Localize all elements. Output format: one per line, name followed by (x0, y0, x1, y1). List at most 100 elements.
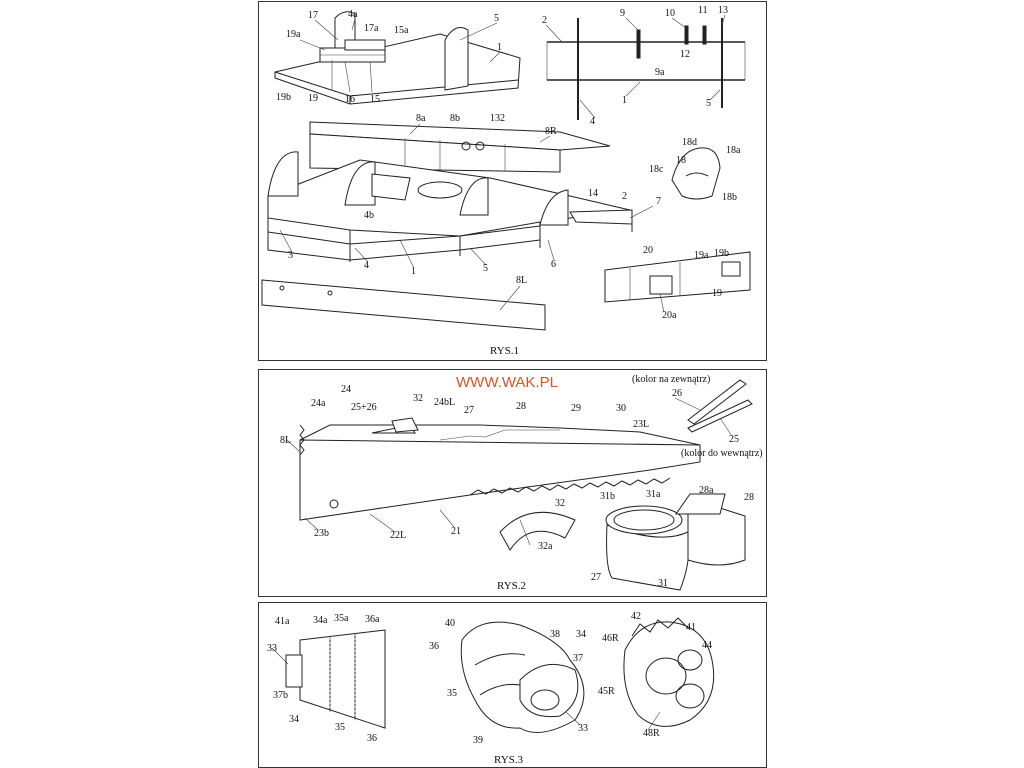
label-37b: 37b (273, 690, 288, 701)
label-15a: 15a (394, 25, 409, 36)
label-32a: 32a (538, 541, 553, 552)
label-29: 29 (571, 403, 581, 414)
label-9: 9 (620, 8, 625, 19)
label-35: 35 (335, 722, 345, 733)
label-15: 15 (370, 94, 380, 105)
label-10: 10 (665, 8, 675, 19)
label-27-detail: 27 (591, 572, 601, 583)
label-6: 6 (551, 259, 556, 270)
label-18d: 18d (682, 137, 697, 148)
label-5-schematic: 5 (706, 98, 711, 109)
label-36-nacelle: 36 (429, 641, 439, 652)
label-46R: 46R (602, 633, 619, 644)
label-35-nacelle: 35 (447, 688, 457, 699)
label-25-26: 25+26 (351, 402, 377, 413)
label-36: 36 (367, 733, 377, 744)
caption-rys2: RYS.2 (497, 580, 526, 592)
label-19-detail: 19 (712, 288, 722, 299)
label-41a: 41a (275, 616, 290, 627)
rys1-labels: 17 4a 5 1 19a 17a 15a 19b 19 16 15 2 9 1… (276, 5, 741, 357)
label-20: 20 (643, 245, 653, 256)
label-2-hull: 2 (622, 191, 627, 202)
label-14: 14 (588, 188, 598, 199)
label-40: 40 (445, 618, 455, 629)
label-4b: 4b (364, 210, 374, 221)
label-3: 3 (288, 250, 293, 261)
label-39: 39 (473, 735, 483, 746)
label-11: 11 (698, 5, 708, 16)
label-9a: 9a (655, 67, 665, 78)
label-18a: 18a (726, 145, 741, 156)
label-48R: 48R (643, 728, 660, 739)
rys3-labels: 41a 34a 35a 36a 33 37b 34 35 36 40 38 36… (267, 611, 712, 766)
label-8b: 8b (450, 113, 460, 124)
label-8R: 8R (545, 126, 557, 137)
label-35a: 35a (334, 613, 349, 624)
label-8L: 8L (516, 275, 527, 286)
label-31b: 31b (600, 491, 615, 502)
label-24bL: 24bL (434, 397, 455, 408)
label-19: 19 (308, 93, 318, 104)
label-8a: 8a (416, 113, 426, 124)
caption-rys1: RYS.1 (490, 345, 519, 357)
label-5-hull: 5 (483, 263, 488, 274)
label-16: 16 (345, 94, 355, 105)
label-13: 13 (718, 5, 728, 16)
label-34: 34 (289, 714, 299, 725)
label-18: 18 (676, 155, 686, 166)
label-19b: 19b (276, 92, 291, 103)
label-132: 132 (490, 113, 505, 124)
rys2-labels: WWW.WAK.PL (kolor na zewnątrz) (kolor do… (280, 374, 763, 592)
label-32-detail: 32 (555, 498, 565, 509)
label-30: 30 (616, 403, 626, 414)
label-31: 31 (658, 578, 668, 589)
label-17: 17 (308, 10, 318, 21)
label-1-schematic: 1 (622, 95, 627, 106)
label-19a: 19a (286, 29, 301, 40)
label-5: 5 (494, 13, 499, 24)
label-38: 38 (550, 629, 560, 640)
label-17a: 17a (364, 23, 379, 34)
label-18c: 18c (649, 164, 664, 175)
label-24: 24 (341, 384, 351, 395)
label-33: 33 (267, 643, 277, 654)
label-12: 12 (680, 49, 690, 60)
label-45R: 45R (598, 686, 615, 697)
label-23b: 23b (314, 528, 329, 539)
label-22L: 22L (390, 530, 406, 541)
label-20a: 20a (662, 310, 677, 321)
label-26: 26 (672, 388, 682, 399)
label-19b-detail: 19b (714, 248, 729, 259)
label-1-hull: 1 (411, 266, 416, 277)
watermark: WWW.WAK.PL (456, 374, 558, 391)
rys3-drawings (285, 617, 715, 733)
label-41: 41 (686, 622, 696, 633)
label-34-nacelle: 34 (576, 629, 586, 640)
label-33-nacelle: 33 (578, 723, 588, 734)
label-36a: 36a (365, 614, 380, 625)
label-42: 42 (631, 611, 641, 622)
note-color-inside: (kolor do wewnątrz) (681, 448, 763, 459)
label-44: 44 (702, 640, 712, 651)
note-color-outside: (kolor na zewnątrz) (632, 374, 710, 385)
label-32: 32 (413, 393, 423, 404)
label-8L-rys2: 8L (280, 435, 291, 446)
caption-rys3: RYS.3 (494, 754, 524, 766)
label-27: 27 (464, 405, 474, 416)
label-31a: 31a (646, 489, 661, 500)
label-18b: 18b (722, 192, 737, 203)
label-28: 28 (516, 401, 526, 412)
label-24a: 24a (311, 398, 326, 409)
label-37: 37 (573, 653, 583, 664)
label-19a-detail: 19a (694, 250, 709, 261)
label-28-detail: 28 (744, 492, 754, 503)
label-4-schematic: 4 (590, 116, 595, 127)
label-1: 1 (497, 42, 502, 53)
label-23L: 23L (633, 419, 649, 430)
label-7: 7 (656, 196, 661, 207)
label-4-hull: 4 (364, 260, 369, 271)
rys1-drawings (261, 11, 751, 331)
label-2: 2 (542, 15, 547, 26)
label-4a: 4a (348, 9, 358, 20)
